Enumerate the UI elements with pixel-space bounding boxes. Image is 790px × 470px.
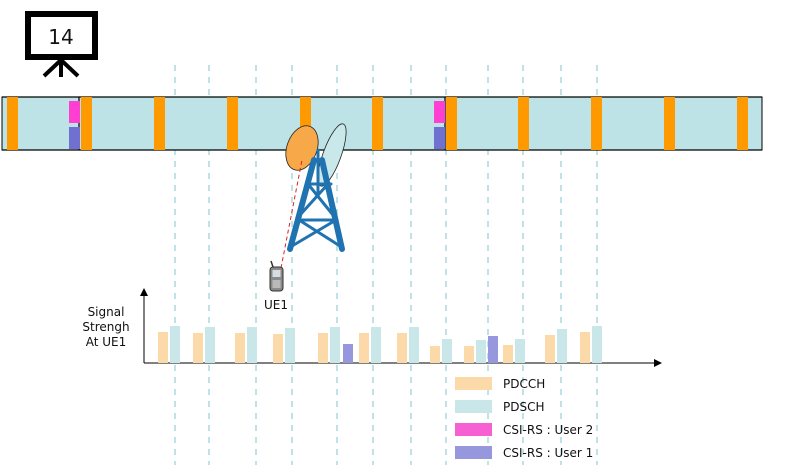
signal-bar	[488, 336, 498, 363]
signal-bar	[205, 327, 215, 363]
signal-bar	[235, 333, 245, 363]
y-axis-label-line-1: Signal	[88, 305, 125, 319]
signal-bar	[515, 339, 525, 363]
pdcch-mark	[81, 97, 92, 150]
beam-1-lobe	[285, 125, 319, 171]
slide-number: 14	[48, 25, 73, 49]
legend-label-pdsch: PDSCH	[503, 400, 545, 414]
signal-bar	[442, 339, 452, 363]
signal-bar	[545, 335, 555, 363]
signal-bar	[592, 326, 602, 363]
signal-bar	[158, 332, 168, 363]
signal-bar	[170, 326, 180, 363]
signal-bar	[557, 329, 567, 363]
pdcch-mark	[591, 97, 602, 150]
pdcch-mark	[154, 97, 165, 150]
pdcch-mark	[227, 97, 238, 150]
pdcch-mark	[518, 97, 529, 150]
subframe-strip	[1, 96, 763, 151]
y-axis-label-line-2: Strengh	[82, 320, 129, 334]
legend: PDCCH PDSCH CSI-RS : User 2 CSI-RS : Use…	[455, 377, 593, 460]
signal-bar	[371, 327, 381, 363]
pdcch-mark	[300, 97, 311, 150]
signal-strength-plot: Signal Strengh At UE1	[82, 288, 662, 367]
signal-bar	[247, 327, 257, 363]
signal-bar	[476, 340, 486, 363]
legend-label-csi-rs-user2: CSI-RS : User 2	[503, 423, 593, 437]
pdcch-mark	[7, 97, 18, 150]
pdcch-mark	[737, 97, 748, 150]
signal-bar	[430, 346, 440, 363]
pdcch-mark	[372, 97, 383, 150]
signal-bar	[503, 345, 513, 363]
legend-swatch-pdsch	[455, 400, 492, 413]
signal-bar	[273, 334, 283, 363]
signal-bar	[359, 333, 369, 363]
y-axis-label-line-3: At UE1	[86, 335, 127, 349]
legend-swatch-csi-rs-user1	[455, 446, 492, 459]
csi-rs-user2-mark	[69, 101, 80, 123]
legend-label-pdcch: PDCCH	[503, 377, 545, 391]
csi-rs-user2-mark	[434, 101, 445, 123]
signal-bar	[343, 344, 353, 363]
signal-bar	[397, 333, 407, 363]
pdcch-mark	[664, 97, 675, 150]
csi-rs-user1-mark	[434, 127, 445, 149]
signal-bar	[409, 327, 419, 363]
signal-bar	[193, 333, 203, 363]
csi-rs-user1-mark	[69, 127, 80, 149]
legend-swatch-csi-rs-user2	[455, 423, 492, 436]
ue-label: UE1	[264, 298, 288, 312]
ue-tower-link	[280, 159, 303, 269]
signal-bar	[285, 328, 295, 363]
signal-bar	[580, 332, 590, 363]
pdcch-mark	[446, 97, 457, 150]
signal-bar	[330, 327, 340, 363]
mobile-phone-icon	[269, 260, 284, 292]
signal-bar	[318, 333, 328, 363]
presentation-board-icon: 14	[25, 11, 98, 78]
legend-label-csi-rs-user1: CSI-RS : User 1	[503, 446, 593, 460]
signal-bar	[464, 346, 474, 363]
legend-swatch-pdcch	[455, 377, 492, 390]
cell-tower-icon	[287, 148, 345, 252]
